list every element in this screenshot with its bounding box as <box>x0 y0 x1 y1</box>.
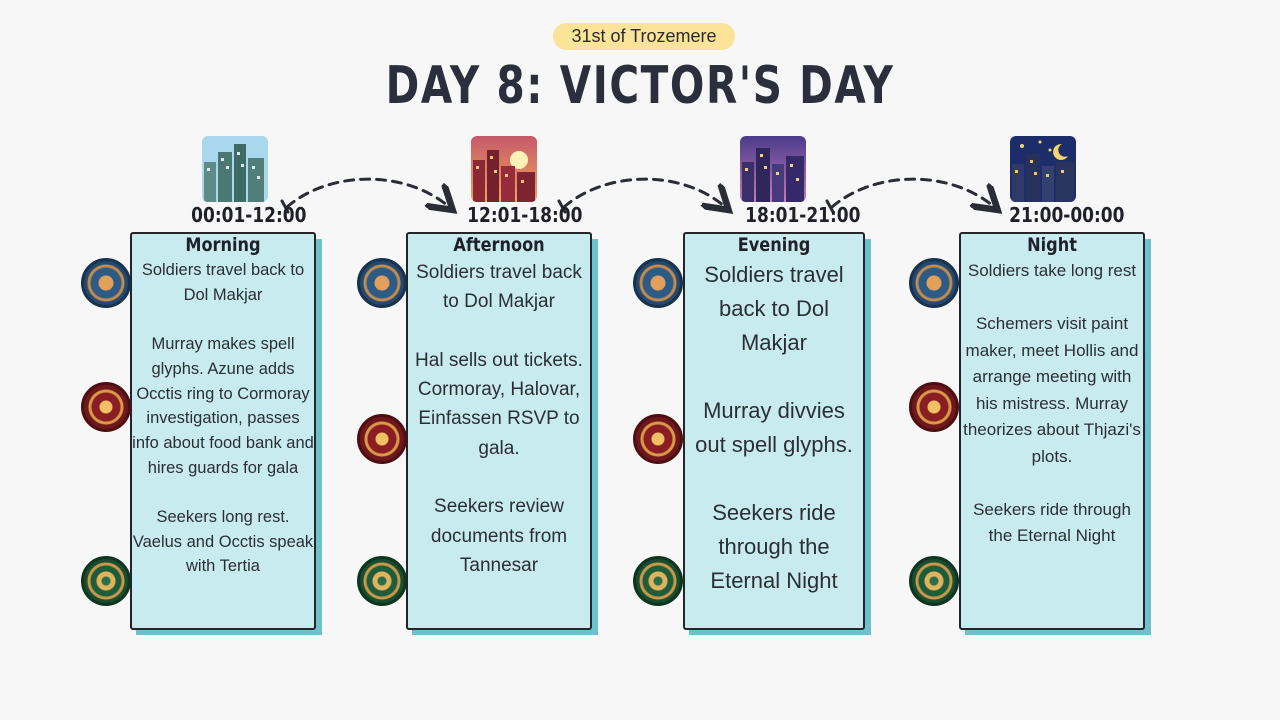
card-evening: Evening Soldiers travel back to Dol Makj… <box>683 232 865 630</box>
seekers-compass-icon <box>909 556 959 606</box>
night-city-icon <box>1010 136 1076 202</box>
card-afternoon: Afternoon Soldiers travel back to Dol Ma… <box>406 232 592 630</box>
schemers-emblem-icon <box>357 414 407 464</box>
seekers-compass-icon <box>81 556 131 606</box>
schemers-emblem-icon <box>81 382 131 432</box>
schemers-emblem-icon <box>909 382 959 432</box>
soldiers-shield-icon <box>633 258 683 308</box>
card-night: Night Soldiers take long rest Schemers v… <box>959 232 1145 630</box>
time-range-morning: 00:01-12:00 <box>191 203 307 227</box>
card-title: Morning <box>185 234 261 256</box>
seekers-compass-icon <box>633 556 683 606</box>
card-title: Night <box>1027 234 1077 256</box>
arrow-morning-afternoon <box>285 177 448 207</box>
arrow-afternoon-evening <box>562 177 724 207</box>
time-range-night: 21:00-00:00 <box>1009 203 1125 227</box>
card-body: Soldiers travel back to Dol Makjar Murra… <box>132 261 314 576</box>
card-title: Evening <box>737 234 811 256</box>
seekers-compass-icon <box>357 556 407 606</box>
page-title: DAY 8: VICTOR'S DAY <box>385 56 895 116</box>
card-title: Afternoon <box>453 234 545 256</box>
city-sunset-icon <box>471 136 537 202</box>
schemers-emblem-icon <box>633 414 683 464</box>
date-badge: 31st of Trozemere <box>553 23 735 50</box>
card-body: Soldiers take long rest Schemers visit p… <box>963 261 1141 545</box>
card-morning: Morning Soldiers travel back to Dol Makj… <box>130 232 316 630</box>
card-body: Soldiers travel back to Dol Makjar Hal s… <box>415 262 583 576</box>
time-range-evening: 18:01-21:00 <box>745 203 861 227</box>
soldiers-shield-icon <box>357 258 407 308</box>
soldiers-shield-icon <box>909 258 959 308</box>
arrow-evening-night <box>830 177 993 207</box>
city-dusk-icon <box>740 136 806 202</box>
time-range-afternoon: 12:01-18:00 <box>467 203 583 227</box>
soldiers-shield-icon <box>81 258 131 308</box>
card-body: Soldiers travel back to Dol Makjar Murra… <box>695 262 853 593</box>
cityscape-icon <box>202 136 268 202</box>
